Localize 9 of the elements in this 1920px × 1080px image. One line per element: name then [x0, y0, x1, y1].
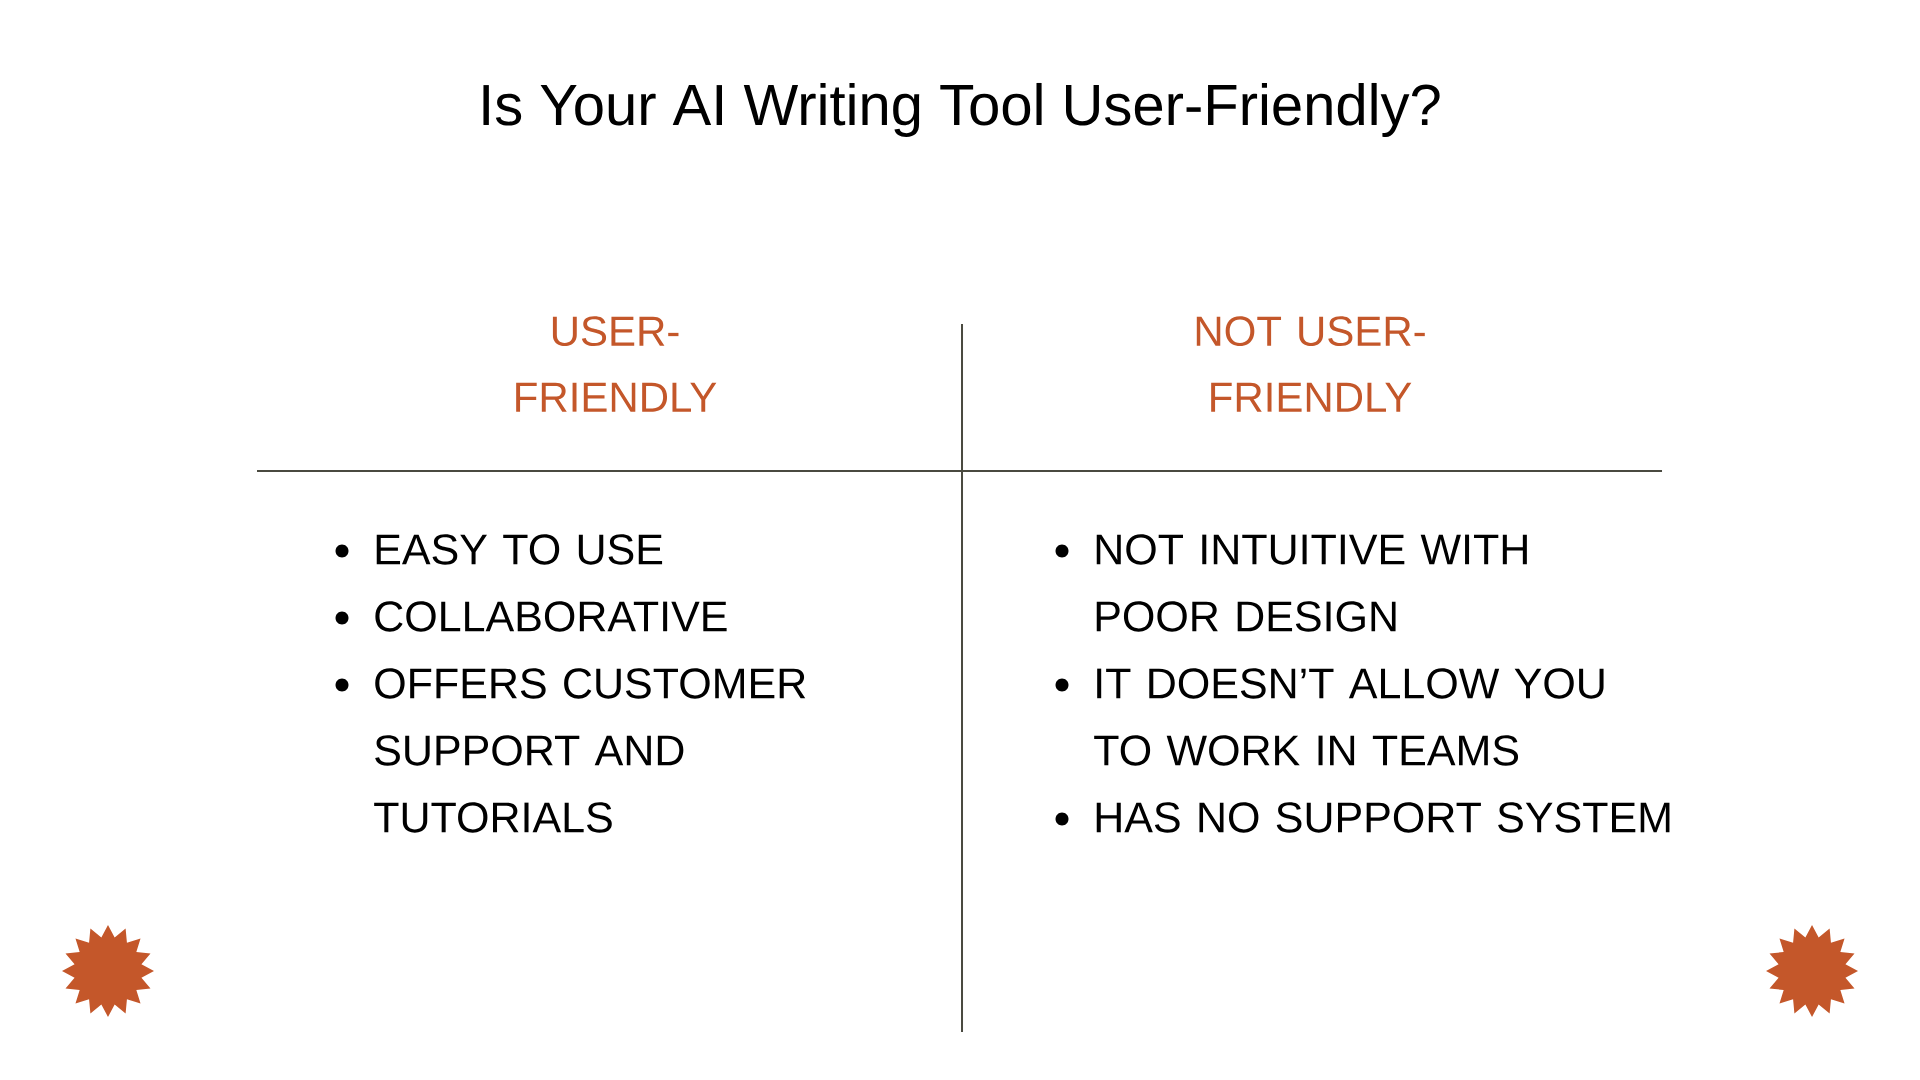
bullet-item: OFFERS CUSTOMER SUPPORT AND TUTORIALS	[374, 668, 806, 833]
title: Is Your AI Writing Tool User-Friendly?	[483, 82, 1440, 137]
bullet-item: IT DOESN’T ALLOW YOU TO WORK IN TEAMS	[1094, 668, 1604, 766]
bullet-item: COLLABORATIVE	[375, 601, 727, 632]
bullet-item: EASY TO USE	[376, 534, 663, 565]
column-heading: NOT USER-FRIENDLY	[1196, 316, 1425, 412]
bullet-item: NOT INTUITIVE WITH POOR DESIGN	[1096, 534, 1527, 632]
bullet-item: HAS NO SUPPORT SYSTEM	[1096, 802, 1670, 833]
column-heading: USER-FRIENDLY	[516, 316, 717, 412]
